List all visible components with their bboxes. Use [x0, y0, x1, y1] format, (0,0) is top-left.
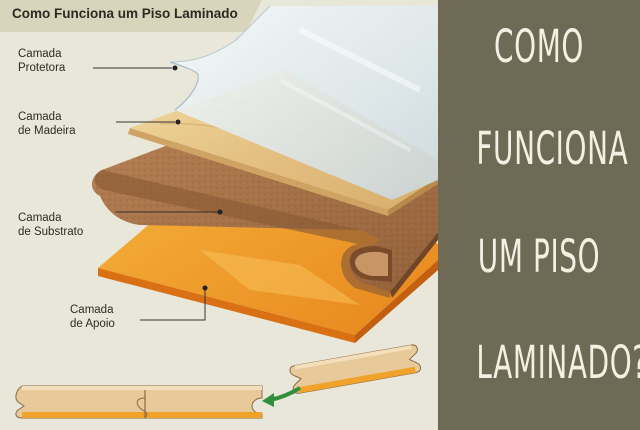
label-line: de Substrato: [18, 226, 84, 238]
label-substrate-layer: Camada de Substrato: [18, 211, 83, 239]
label-line: Protetora: [18, 62, 66, 74]
side-title-line-4: LAMINADO?: [476, 336, 640, 389]
side-title-line-1: COMO: [494, 20, 584, 73]
label-line: de Madeira: [18, 125, 76, 137]
side-title-line-3: UM PISO: [477, 230, 601, 283]
diagram-panel: Como Funciona um Piso Laminado Camada Pr…: [0, 0, 438, 430]
label-line: de Apoio: [70, 318, 115, 330]
joined-planks: [15, 385, 263, 419]
diagram-title: Como Funciona um Piso Laminado: [12, 6, 238, 21]
label-backing-layer: Camada de Apoio: [70, 303, 115, 331]
label-line: Camada: [18, 48, 62, 60]
label-line: Camada: [18, 212, 62, 224]
leader-dots: [172, 65, 223, 291]
label-wood-layer: Camada de Madeira: [18, 110, 76, 138]
title-panel: [438, 0, 640, 430]
laminate-layers-illustration: [0, 0, 438, 419]
green-arrow: [262, 386, 302, 407]
label-protective-layer: Camada Protetora: [18, 47, 65, 75]
loose-plank: [289, 344, 422, 394]
label-line: Camada: [18, 111, 62, 123]
protective-layer: [169, 5, 438, 200]
label-line: Camada: [70, 304, 114, 316]
leader-lines: [93, 67, 218, 321]
title-tab-shape: [0, 0, 262, 32]
side-title-line-2: FUNCIONA: [476, 122, 629, 175]
